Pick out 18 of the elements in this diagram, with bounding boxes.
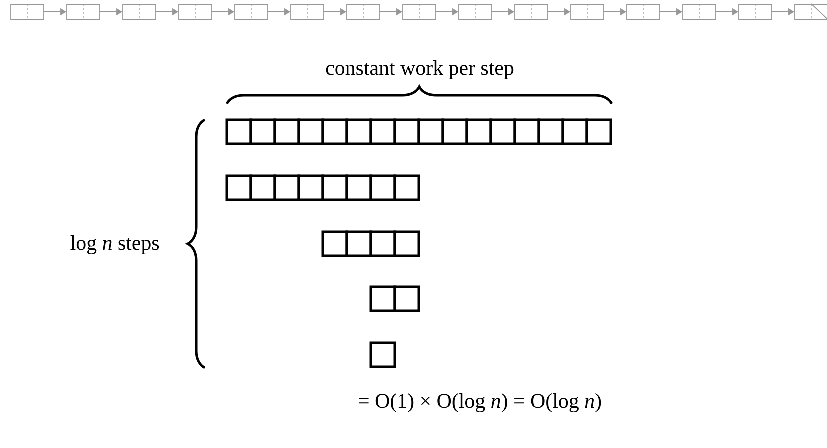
label: log n steps bbox=[70, 235, 160, 254]
list-node bbox=[122, 4, 156, 20]
list-node bbox=[738, 4, 772, 20]
list-node bbox=[234, 4, 268, 20]
list-node bbox=[458, 4, 492, 20]
list-node bbox=[66, 4, 100, 20]
list-node bbox=[178, 4, 212, 20]
list-node bbox=[10, 4, 44, 20]
label: constant work per step bbox=[326, 60, 514, 80]
formula-text: = O(1) × O(log n) = O(log n) bbox=[359, 393, 602, 412]
list-node bbox=[290, 4, 324, 20]
list-node bbox=[626, 4, 660, 20]
list-node bbox=[682, 4, 716, 20]
list-node bbox=[570, 4, 604, 20]
list-node bbox=[402, 4, 436, 20]
list-node bbox=[514, 4, 548, 20]
list-node bbox=[346, 4, 380, 20]
list-node bbox=[794, 4, 827, 20]
